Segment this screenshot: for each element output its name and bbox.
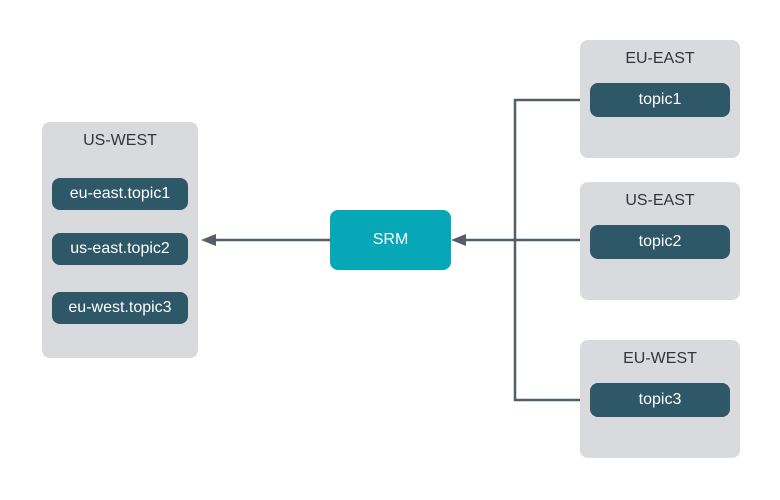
cluster-us-west-title: US-WEST — [83, 132, 157, 149]
topic-chip-topic3: topic3 — [590, 383, 730, 417]
cluster-eu-east: EU-EAST topic1 — [580, 40, 740, 158]
topic-chip-topic1: topic1 — [590, 83, 730, 117]
srm-label: SRM — [372, 231, 409, 248]
cluster-eu-west: EU-WEST topic3 — [580, 340, 740, 458]
cluster-us-west: US-WEST eu-east.topic1 us-east.topic2 eu… — [42, 122, 198, 358]
arrowhead-into-srm-icon — [451, 234, 466, 246]
arrowhead-into-us-west-icon — [201, 234, 216, 246]
topic-chip-topic2: topic2 — [590, 225, 730, 259]
srm-node: SRM — [330, 210, 451, 270]
cluster-eu-west-title: EU-WEST — [623, 350, 697, 367]
cluster-us-east-title: US-EAST — [625, 192, 695, 209]
replicated-topic-chip-eu-east-topic1: eu-east.topic1 — [52, 178, 188, 210]
replicated-topic-chip-us-east-topic2: us-east.topic2 — [52, 233, 188, 265]
replicated-topic-chip-eu-west-topic3: eu-west.topic3 — [52, 292, 188, 324]
connector-bus — [513, 98, 581, 402]
cluster-us-east: US-EAST topic2 — [580, 182, 740, 300]
cluster-eu-east-title: EU-EAST — [625, 50, 695, 67]
